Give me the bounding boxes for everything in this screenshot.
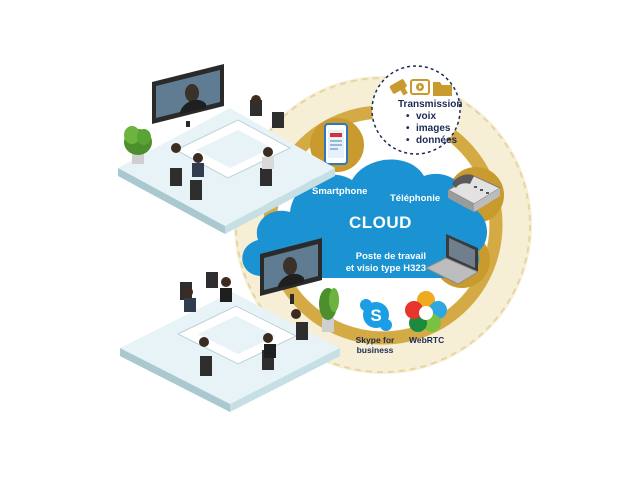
- svg-text:S: S: [370, 306, 381, 325]
- smartphone-label: Smartphone: [312, 186, 367, 197]
- skype-label: Skype for business: [351, 335, 399, 355]
- transmission-item-data: données: [410, 135, 462, 147]
- lower-meeting-room: [120, 238, 340, 412]
- workstation-label-line1: Poste de travail: [330, 251, 426, 263]
- video-play-icon: [411, 80, 429, 94]
- cloud-title: CLOUD: [349, 213, 412, 233]
- skype-label-line2: business: [351, 345, 399, 355]
- transmission-list: Transmission voix images données: [398, 99, 462, 147]
- transmission-item-voice: voix: [410, 111, 462, 123]
- webrtc-label: WebRTC: [409, 335, 444, 345]
- transmission-item-images: images: [410, 123, 462, 135]
- transmission-title: Transmission: [398, 99, 462, 111]
- workstation-label: Poste de travail et visio type H323: [330, 251, 426, 275]
- telephonie-label: Téléphonie: [390, 193, 440, 204]
- skype-label-line1: Skype for: [351, 335, 399, 345]
- smartphone-icon: [325, 124, 347, 164]
- workstation-label-line2: et visio type H323: [330, 263, 426, 275]
